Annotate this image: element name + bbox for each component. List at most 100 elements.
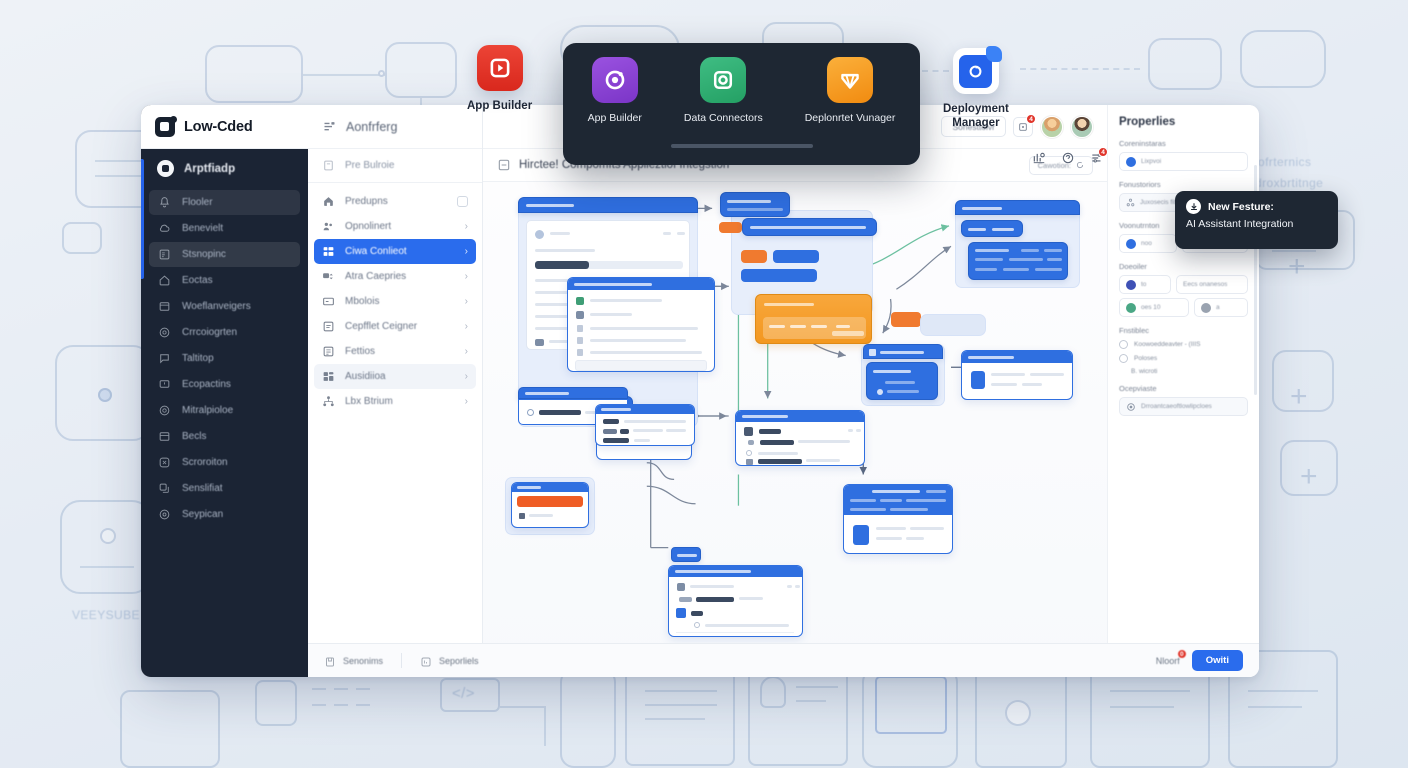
- panel-item-2-label: Ciwa Conlieot: [345, 246, 407, 257]
- diagram-card-overlap[interactable]: [567, 277, 715, 372]
- panel-item-3-label: Atra Caepries: [345, 271, 407, 282]
- properties-field-0-0[interactable]: Lixpvoi: [1119, 152, 1248, 171]
- panel-item-6[interactable]: Fettios ›: [314, 339, 476, 364]
- sidebar-item-1[interactable]: Benevielt: [149, 216, 300, 241]
- properties-field-3-2-text: oes 10: [1141, 304, 1161, 311]
- flow-canvas[interactable]: [483, 182, 1107, 677]
- diagram-card-center-mid[interactable]: [735, 410, 865, 466]
- panel-item-3[interactable]: Atra Caepries ›: [314, 264, 476, 289]
- notification-icon: [1019, 122, 1027, 131]
- properties-field-3-1[interactable]: Eecs onanesos: [1176, 275, 1248, 294]
- bottom-right-group: Nloorf 0 Owiti: [1156, 648, 1243, 671]
- toast-header: New Festure:: [1186, 199, 1327, 214]
- sidebar-item-9[interactable]: Becls: [149, 424, 300, 449]
- properties-checkbox-0[interactable]: Koowoeddeavter - (IIIS: [1119, 340, 1248, 349]
- panel-item-1[interactable]: Opnolinert ›: [314, 214, 476, 239]
- sidebar-item-5[interactable]: Crrcoiogrten: [149, 320, 300, 345]
- diagram-node-right-mid-panel[interactable]: [866, 362, 938, 400]
- diagram-group-farright[interactable]: [920, 314, 986, 336]
- properties-field-2-0[interactable]: noo: [1119, 234, 1177, 253]
- chevron-right-icon: ›: [464, 221, 468, 232]
- home-icon: [158, 274, 171, 287]
- panel-item-5[interactable]: Cepfflet Ceigner ›: [314, 314, 476, 339]
- sidebar-item-6[interactable]: Taltitop: [149, 346, 300, 371]
- window-icon: [158, 300, 171, 313]
- properties-checkbox-1[interactable]: Poloses: [1119, 354, 1248, 363]
- diagram-node-right-mid-bar[interactable]: [863, 344, 943, 359]
- diagram-card-orange-left[interactable]: [511, 482, 589, 528]
- bottom-status-bar: Senonims Seporliels Nloorf 0 Owiti: [308, 643, 1259, 677]
- floating-app-left[interactable]: App Builder: [467, 45, 532, 113]
- panel-item-0[interactable]: Predupns: [314, 189, 476, 214]
- cloud-icon: [158, 222, 171, 235]
- overlay-app-1[interactable]: Data Connectors: [684, 57, 763, 124]
- diagram-card-detail[interactable]: [595, 404, 695, 446]
- diagram-card-bottom-center[interactable]: [668, 565, 803, 637]
- copy-icon: [158, 482, 171, 495]
- diagram-chip-blue-2[interactable]: [741, 269, 817, 282]
- app-switcher-overlay[interactable]: App Builder Data Connectors Deplonrtet V…: [563, 43, 920, 165]
- diagram-chip-orange-3[interactable]: [891, 312, 921, 327]
- notification-toast[interactable]: New Festure: AI Assistant Integration: [1175, 191, 1338, 249]
- diagram-card-right-bottom[interactable]: [843, 484, 953, 554]
- search-input[interactable]: Sonesttoivr: [941, 116, 1006, 137]
- diagram-chip-orange-2[interactable]: [741, 250, 767, 263]
- filter-button[interactable]: 4: [1090, 147, 1108, 170]
- diagram-chip-orange-1[interactable]: [719, 222, 742, 233]
- diagram-node-right-top-panel[interactable]: [968, 242, 1068, 280]
- diagram-node-chip[interactable]: [671, 547, 701, 562]
- diagram-card-right-lower[interactable]: [961, 350, 1073, 400]
- sidebar-item-8[interactable]: Mitralpioloe: [149, 398, 300, 423]
- help-icon[interactable]: [1061, 151, 1075, 170]
- sidebar-item-4[interactable]: Woeflanveigers: [149, 294, 300, 319]
- diagram-node-header-left[interactable]: [518, 197, 698, 213]
- properties-field-3-3[interactable]: a: [1194, 298, 1248, 317]
- panel-item-8[interactable]: Lbx Btrium ›: [314, 389, 476, 414]
- bottom-note-badge: 0: [1176, 648, 1187, 659]
- drag-handle[interactable]: [670, 144, 813, 148]
- sidebar-item-3[interactable]: Eoctas: [149, 268, 300, 293]
- overlay-app-2[interactable]: Deplonrtet Vunager: [805, 57, 895, 124]
- properties-section-0-label: Coreninstaras: [1119, 139, 1166, 148]
- panel-item-8-label: Lbx Btrium: [345, 396, 393, 407]
- gear-icon: [158, 508, 171, 521]
- overlay-app-0[interactable]: App Builder: [588, 57, 642, 124]
- canvas-status[interactable]: Cawotion:: [1028, 155, 1093, 175]
- sidebar-item-9-label: Becls: [182, 431, 207, 442]
- properties-field-3-2[interactable]: oes 10: [1119, 298, 1189, 317]
- diagram-node-center-label[interactable]: [720, 192, 790, 217]
- panel-item-4[interactable]: Mbolois ›: [314, 289, 476, 314]
- sidebar-item-2[interactable]: Stsnopinc: [149, 242, 300, 267]
- sidebar-item-10[interactable]: Scroroiton: [149, 450, 300, 475]
- avatar-user-1[interactable]: [1041, 115, 1063, 138]
- properties-field-5-0[interactable]: Drroantcaeoftlowlipcloes: [1119, 397, 1248, 416]
- sidebar-item-11[interactable]: Senslifiat: [149, 476, 300, 501]
- diagram-node-right-top-bar[interactable]: [955, 200, 1080, 215]
- chart-icon[interactable]: [1032, 151, 1046, 170]
- people-icon: [322, 220, 335, 233]
- avatar-user-2[interactable]: [1071, 115, 1093, 138]
- primary-action-button[interactable]: Owiti: [1191, 650, 1243, 671]
- sidebar-item-7[interactable]: Ecopactins: [149, 372, 300, 397]
- sidebar-app-switcher[interactable]: Arptfiadp: [141, 149, 308, 188]
- diagram-node-right-top-chip[interactable]: [961, 220, 1023, 237]
- diagram-node-orange-main[interactable]: [755, 294, 872, 344]
- panel-item-2[interactable]: Ciwa Conlieot ›: [314, 239, 476, 264]
- network-icon: [322, 395, 335, 408]
- sidebar-item-0[interactable]: Flooler: [149, 190, 300, 215]
- notification-button[interactable]: 4: [1013, 113, 1036, 137]
- list-icon: [158, 248, 171, 261]
- properties-field-3-0[interactable]: to: [1119, 275, 1171, 294]
- properties-scrollbar[interactable]: [1254, 165, 1257, 395]
- panel-subheader[interactable]: Pre Bulroie: [308, 149, 482, 183]
- bottom-item-0[interactable]: Senonims: [324, 655, 383, 667]
- sidebar-item-12[interactable]: Seypican: [149, 502, 300, 527]
- diagram-chip-blue-1[interactable]: [773, 250, 819, 263]
- play-square-icon: [476, 45, 523, 91]
- diagram-node-bottomleft-bar[interactable]: [518, 387, 628, 399]
- panel-item-7[interactable]: Ausidiioa ›: [314, 364, 476, 389]
- diagram-node-center-bar[interactable]: [742, 218, 877, 236]
- menu-list-icon: [322, 119, 337, 134]
- bottom-item-1[interactable]: Seporliels: [420, 655, 479, 667]
